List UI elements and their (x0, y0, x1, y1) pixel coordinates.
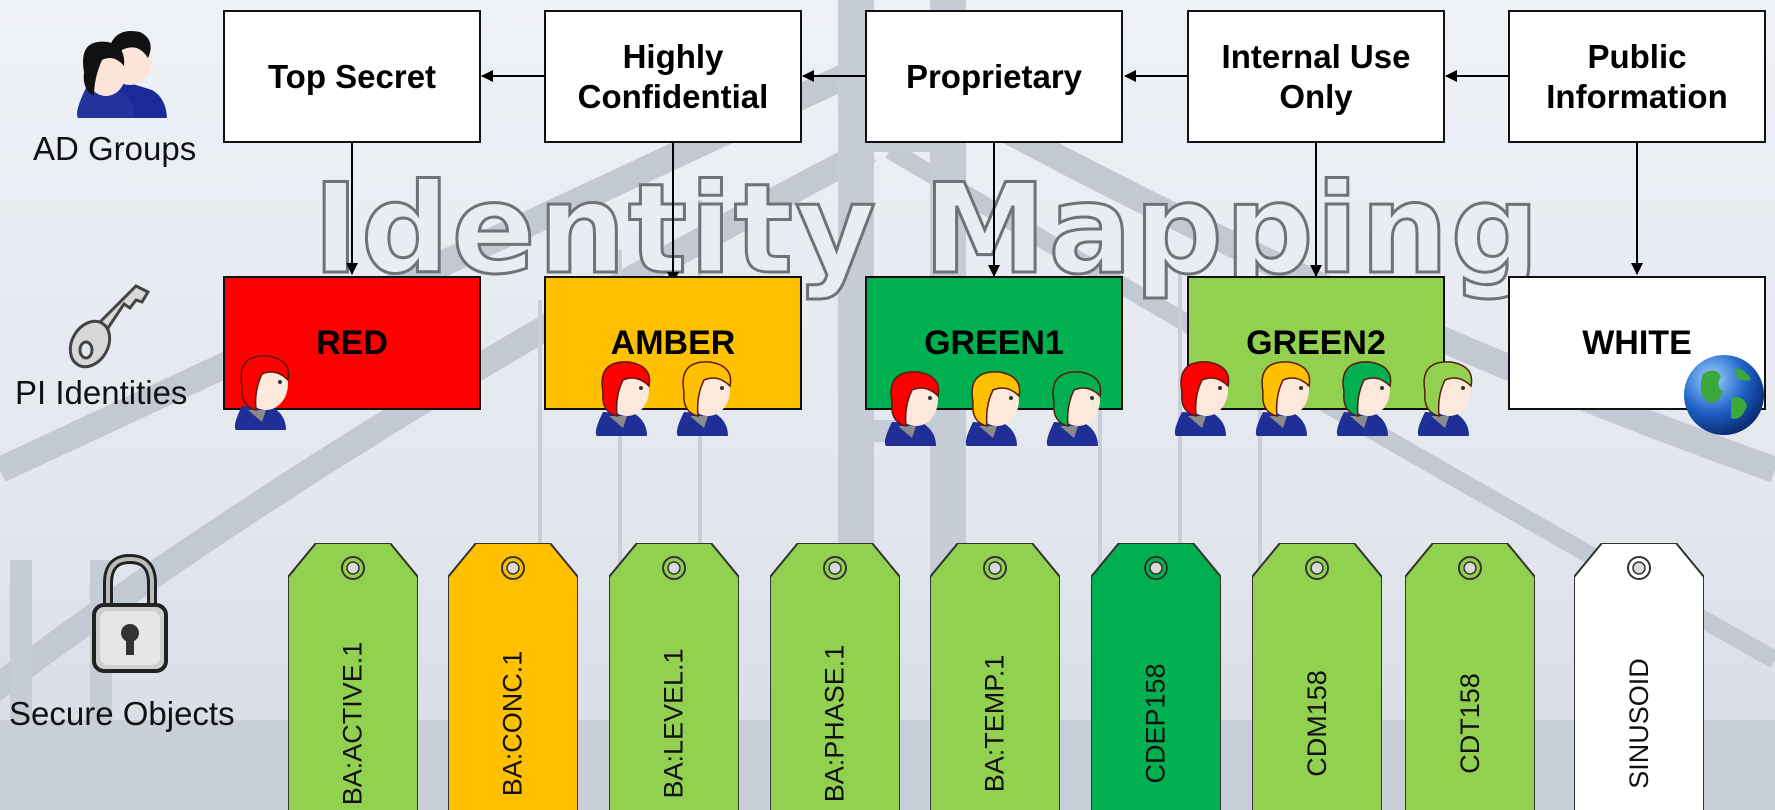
row-label-secure-objects: Secure Objects (9, 695, 235, 732)
ad-group-proprietary: Proprietary (865, 10, 1123, 143)
user-group-icon (77, 30, 167, 118)
pi-identity-amber: AMBER (544, 276, 802, 410)
tag-icon (288, 543, 418, 810)
secure-object-tag: CDM158 (1252, 543, 1382, 810)
pi-identity-green2: GREEN2 (1187, 276, 1445, 410)
person-icon-red (595, 361, 651, 436)
tag-icon (1574, 543, 1704, 810)
ad-group-public-information: Public Information (1508, 10, 1766, 143)
ad-group-highly-confidential: Highly Confidential (544, 10, 802, 143)
person-icon-red (234, 355, 290, 430)
secure-object-tag: CDT158 (1405, 543, 1535, 810)
tag-icon (930, 543, 1060, 810)
secure-object-tag: SINUSOID (1574, 543, 1704, 810)
tag-icon (770, 543, 900, 810)
secure-object-label: BA:TEMP.1 (979, 654, 1010, 792)
secure-object-label: BA:LEVEL.1 (658, 647, 689, 799)
tag-icon (1091, 543, 1221, 810)
globe-icon (1684, 355, 1764, 435)
pi-identity-white: WHITE (1508, 276, 1766, 410)
person-icon-red (1174, 361, 1230, 436)
row-label-ad-groups: AD Groups (33, 130, 197, 167)
secure-object-tag: CDEP158 (1091, 543, 1221, 810)
secure-object-label: CDEP158 (1140, 662, 1171, 784)
row-label-pi-identities: PI Identities (15, 374, 188, 411)
secure-object-label: CDM158 (1301, 669, 1332, 777)
ad-group-top-secret: Top Secret (223, 10, 481, 143)
padlock-icon (92, 553, 168, 673)
person-icon-green1 (1336, 361, 1392, 436)
person-icon-amber (1255, 361, 1311, 436)
key-icon (68, 284, 151, 369)
secure-object-label: BA:ACTIVE.1 (337, 641, 368, 805)
secure-object-label: CDT158 (1454, 672, 1485, 774)
secure-object-tag: BA:ACTIVE.1 (288, 543, 418, 810)
tag-icon (448, 543, 578, 810)
secure-object-label: BA:CONC.1 (497, 650, 528, 796)
tag-icon (609, 543, 739, 810)
ad-group-internal-use-only: Internal Use Only (1187, 10, 1445, 143)
secure-object-tag: BA:LEVEL.1 (609, 543, 739, 810)
tag-icon (1252, 543, 1382, 810)
tag-icon (1405, 543, 1535, 810)
person-icon-amber (676, 361, 732, 436)
secure-object-tag: BA:CONC.1 (448, 543, 578, 810)
secure-object-label: BA:PHASE.1 (819, 644, 850, 802)
person-icon-green2 (1417, 361, 1473, 436)
person-icon-green1 (1046, 371, 1102, 446)
person-icon-amber (965, 371, 1021, 446)
secure-object-label: SINUSOID (1623, 657, 1654, 789)
secure-object-tag: BA:PHASE.1 (770, 543, 900, 810)
person-icon-red (884, 371, 940, 446)
secure-object-tag: BA:TEMP.1 (930, 543, 1060, 810)
